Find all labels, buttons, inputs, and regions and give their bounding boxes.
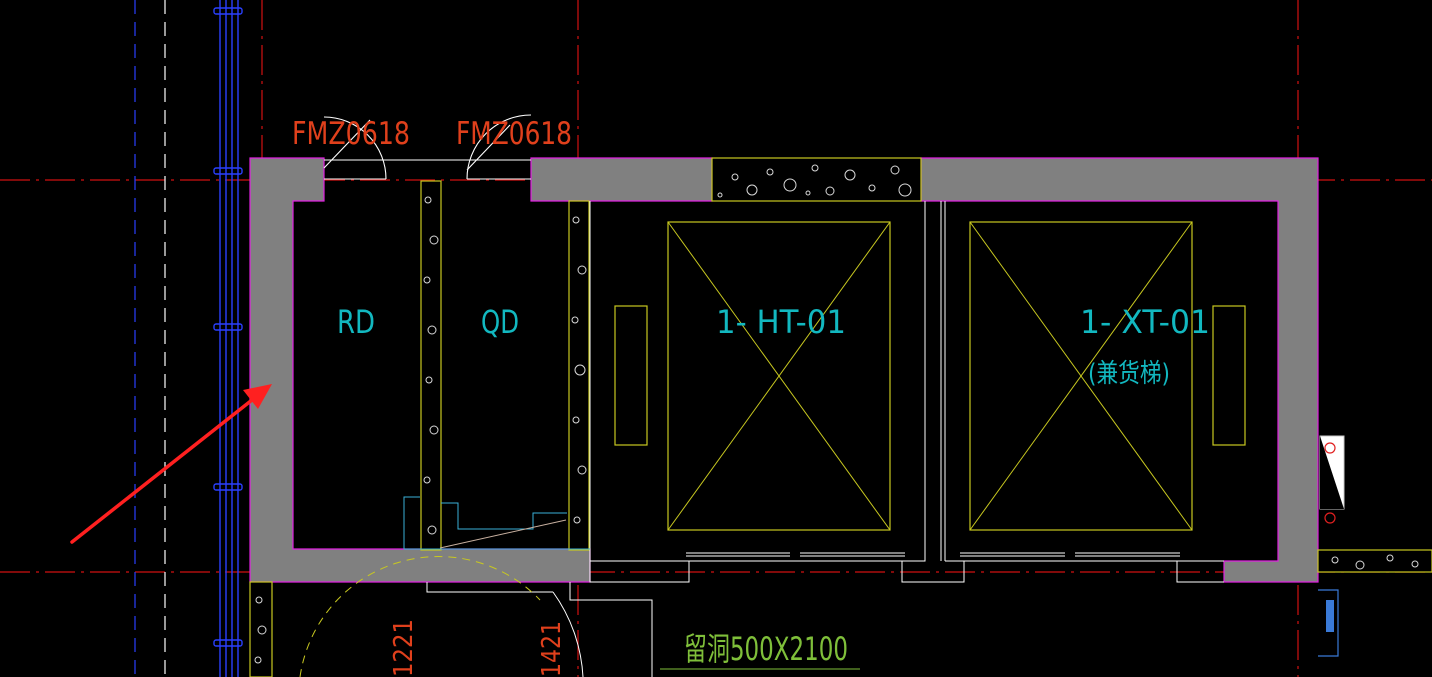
- stair-outline-1: [403, 496, 420, 549]
- dim-1421: 1421: [537, 621, 567, 677]
- column-bottom-left: [249, 581, 273, 677]
- elevator-shafts: [589, 201, 1246, 583]
- partition-qd-shaft: [568, 200, 590, 551]
- door-frame-right: [569, 582, 653, 677]
- door-swing-arc-left: [323, 116, 387, 180]
- doors: [323, 114, 532, 180]
- elevator-car-1-x2: [667, 221, 891, 531]
- concrete-strip-right: [1317, 549, 1432, 573]
- right-edge-fragment: [1318, 435, 1345, 657]
- door-swing-arc-right: [466, 114, 532, 180]
- elevator-tag-2: 1- XT-01: [1080, 303, 1210, 341]
- jamb-stubs: [589, 561, 1224, 583]
- door-tag-2: FMZ0618: [456, 116, 572, 152]
- door-tag-leader-2: [466, 124, 511, 171]
- concrete-panel-top: [711, 157, 922, 202]
- annotation-arrow: [70, 384, 272, 544]
- door-swing-bottom: [552, 591, 584, 677]
- bottom-door-area: [299, 556, 860, 677]
- counterweight-2: [1212, 305, 1246, 446]
- wall-top-middle: [530, 157, 713, 202]
- opening-note: 留洞500X2100: [684, 630, 848, 668]
- walls: [249, 157, 1319, 583]
- counterweight-1: [614, 305, 648, 446]
- blue-clips: [213, 7, 243, 647]
- stair-outline-2: [441, 502, 567, 530]
- stair-diagonal: [439, 519, 567, 549]
- elevator-car-2-x2: [969, 221, 1193, 531]
- stair-fragment: [403, 496, 590, 550]
- elevator-tag-1: 1- HT-01: [716, 303, 846, 341]
- partition-rd-qd: [420, 180, 442, 551]
- room-label-rd: RD: [337, 303, 375, 341]
- labels: FMZ0618 FMZ0618 RD QD 1- HT-01 1- XT-01 …: [292, 116, 1210, 677]
- dashed-arc: [299, 556, 541, 677]
- concrete-partitions: [420, 180, 590, 551]
- door-tag-1: FMZ0618: [292, 116, 410, 152]
- wall-left-block: [249, 157, 591, 583]
- shaft-1-wall: [590, 201, 926, 562]
- landing-sills: [686, 552, 1180, 557]
- dim-1221: 1221: [389, 619, 419, 677]
- arrow-shaft: [70, 398, 254, 544]
- elevator-car-1: [667, 221, 891, 531]
- elevator-note-2: (兼货梯): [1088, 359, 1170, 389]
- door-tag-leader-1: [323, 119, 371, 169]
- elevator-car-2: [969, 221, 1193, 531]
- arrow-head: [243, 384, 272, 409]
- door-frame-bottom: [426, 582, 553, 593]
- room-label-qd: QD: [481, 303, 519, 341]
- left-structure-lines: [134, 0, 243, 677]
